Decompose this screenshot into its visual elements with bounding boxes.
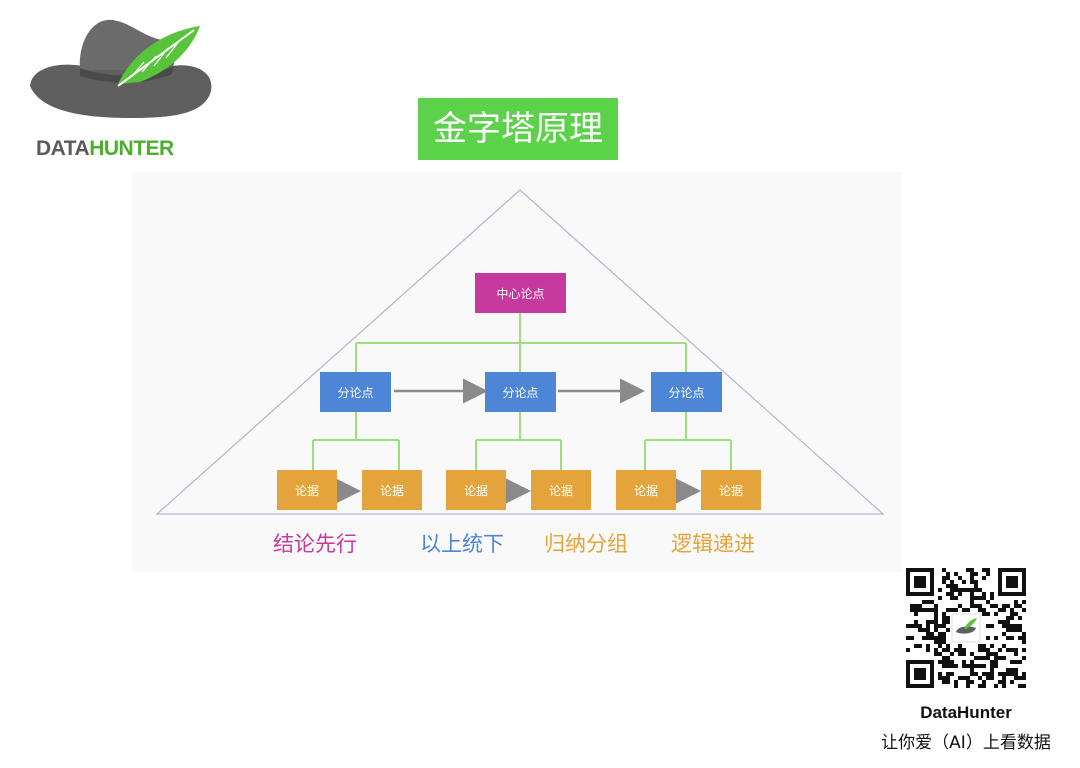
progression-arrows — [336, 378, 701, 504]
pyramid-outline — [155, 189, 885, 515]
datahunter-logo-icon — [30, 19, 212, 118]
sub-point-box-3: 分论点 — [651, 372, 722, 412]
sub-point-box-2: 分论点 — [485, 372, 556, 412]
argument-box-3: 论据 — [446, 470, 506, 510]
principle-label-3: 归纳分组 — [544, 532, 628, 556]
argument-box-2: 论据 — [362, 470, 422, 510]
sub-point-box-1: 分论点 — [320, 372, 391, 412]
principle-label-1: 结论先行 — [273, 532, 357, 556]
center-point-box: 中心论点 — [475, 273, 566, 313]
footer-brand: DataHunter — [920, 703, 1012, 722]
argument-box-5: 论据 — [616, 470, 676, 510]
footer-slogan: 让你爱（AI）上看数据 — [881, 733, 1051, 753]
principle-label-2: 以上统下 — [420, 532, 504, 556]
connector-lines — [312, 312, 732, 470]
logo-text: DATAHUNTER — [36, 137, 174, 160]
qr-code-icon — [906, 568, 1026, 688]
argument-box-1: 论据 — [277, 470, 337, 510]
argument-box-4: 论据 — [531, 470, 591, 510]
page-title: 金字塔原理 — [418, 98, 618, 160]
argument-box-6: 论据 — [701, 470, 761, 510]
principle-label-4: 逻辑递进 — [671, 532, 755, 556]
